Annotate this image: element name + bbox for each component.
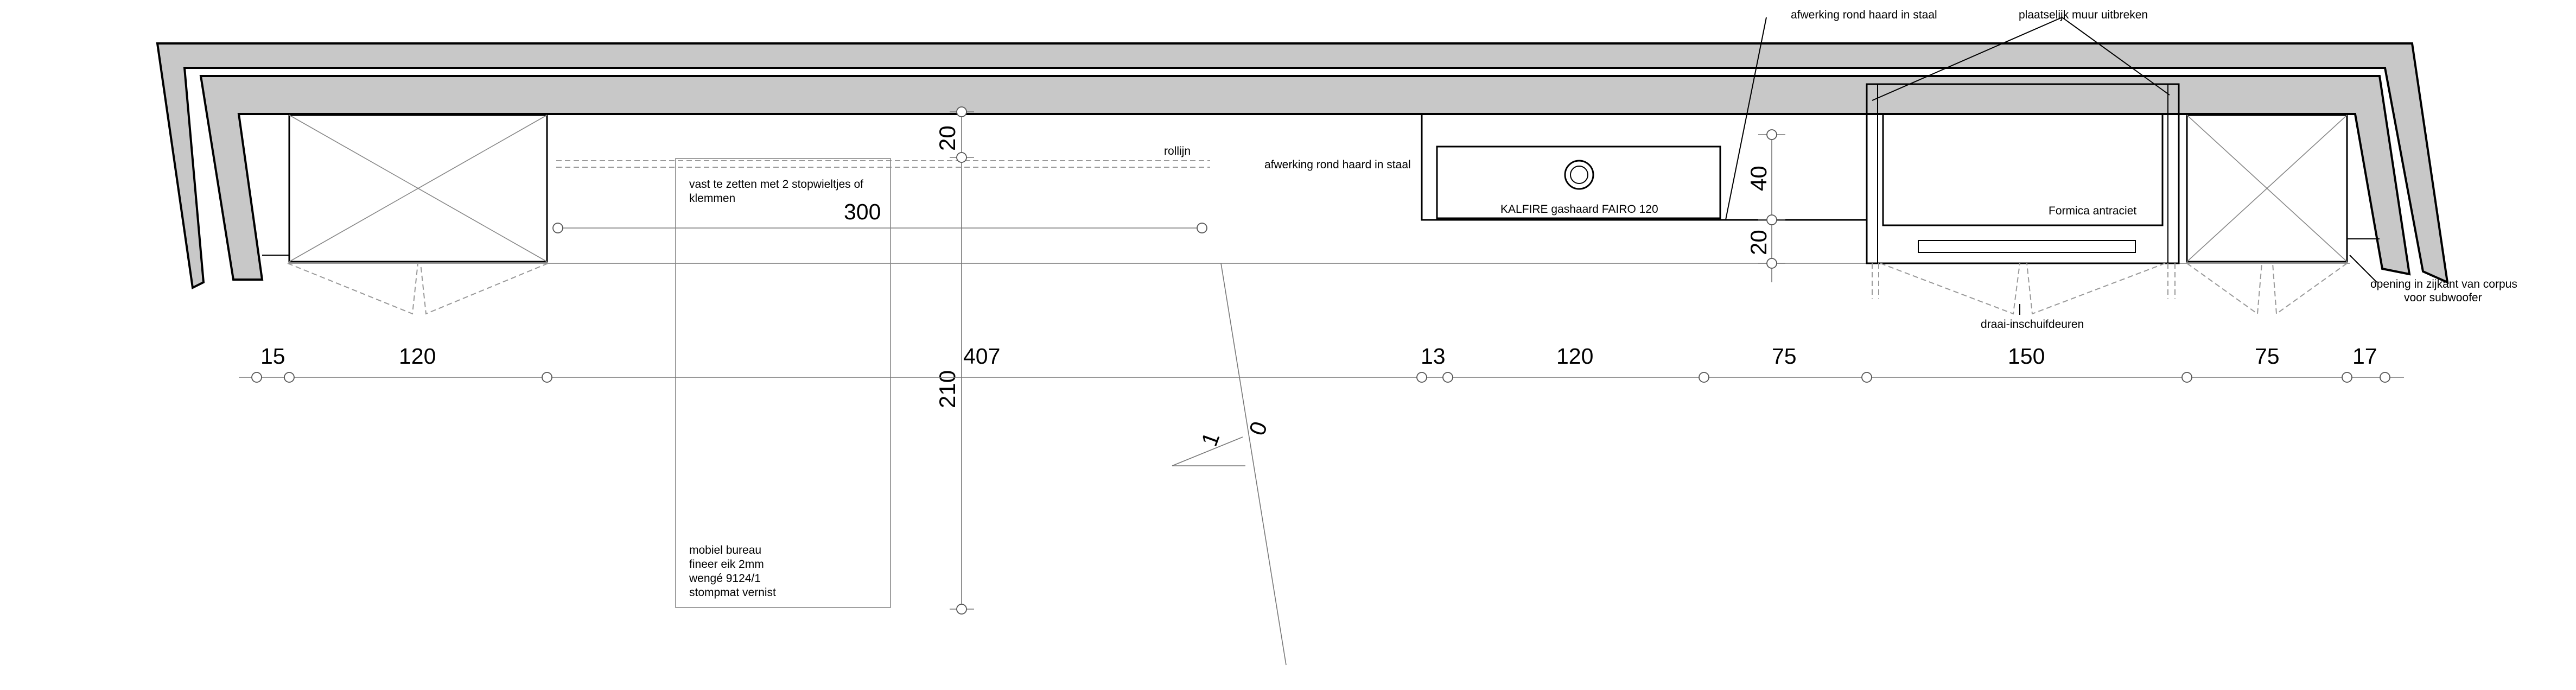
vertical-dimension-left: 20 210 — [934, 106, 974, 615]
dim-15: 15 — [260, 344, 285, 369]
annotation-leaders — [1725, 17, 2377, 315]
dim-17: 17 — [2352, 344, 2377, 369]
dim-20-top: 20 — [934, 125, 960, 151]
dim-13: 13 — [1421, 344, 1446, 369]
afwerking-top-label: afwerking rond haard in staal — [1791, 9, 1937, 21]
bureau-label-1: mobiel bureau — [689, 544, 761, 556]
dim-407: 407 — [963, 344, 1000, 369]
rollijn-label: rollijn — [1164, 145, 1191, 157]
mobile-desk: vast te zetten met 2 stopwieltjes of kle… — [675, 158, 891, 608]
diagonal-reference-line — [1220, 263, 1287, 666]
rollijn-lines: rollijn — [556, 145, 1210, 168]
fireplace-zone: KALFIRE gashaard FAIRO 120 afwerking ron… — [1264, 114, 1867, 221]
dim-210: 210 — [934, 370, 960, 408]
dim-75-a: 75 — [1772, 344, 1797, 369]
dim-150: 150 — [2008, 344, 2045, 369]
outer-wall — [156, 42, 2449, 290]
dimension-chain: 15 120 407 13 120 75 150 75 17 — [239, 344, 2404, 383]
kalfire-label: KALFIRE gashaard FAIRO 120 — [1500, 203, 1658, 216]
inner-wall — [199, 75, 2411, 281]
left-cabinet — [262, 114, 549, 315]
fireplace-burner-icon — [1564, 160, 1594, 190]
draai-label: draai-inschuifdeuren — [1981, 318, 2084, 331]
north-1: 1 — [1196, 429, 1224, 450]
right-cabinet — [2186, 114, 2380, 315]
dim-75-b: 75 — [2255, 344, 2280, 369]
dim-120-b: 120 — [1556, 344, 1593, 369]
afwerking-left-label: afwerking rond haard in staal — [1264, 159, 1411, 171]
dim-300: 300 — [844, 199, 881, 224]
bureau-label-4: stompmat vernist — [689, 586, 776, 599]
vast-label-2: klemmen — [689, 192, 735, 205]
bureau-width-dimension: 300 — [552, 199, 1207, 233]
muur-uitbreken-label: plaatselijk muur uitbreken — [2019, 9, 2148, 21]
bureau-label-2: fineer eik 2mm — [689, 558, 764, 571]
dim-120-a: 120 — [399, 344, 436, 369]
opening-label-2: voor subwoofer — [2404, 292, 2482, 304]
formica-label: Formica antraciet — [2049, 205, 2136, 217]
opening-label-1: opening in zijkant van corpus — [2370, 278, 2517, 290]
dim-20-right: 20 — [1746, 230, 1771, 255]
vast-label-1: vast te zetten met 2 stopwieltjes of — [689, 178, 863, 191]
angle-marker: 1 0 — [1172, 418, 1272, 466]
formica-cabinet: Formica antraciet — [1866, 83, 2180, 315]
dim-40: 40 — [1746, 166, 1771, 191]
vertical-dimension-right: 40 20 — [1746, 129, 1785, 282]
north-0: 0 — [1244, 418, 1272, 439]
bureau-label-3: wengé 9124/1 — [689, 572, 761, 585]
